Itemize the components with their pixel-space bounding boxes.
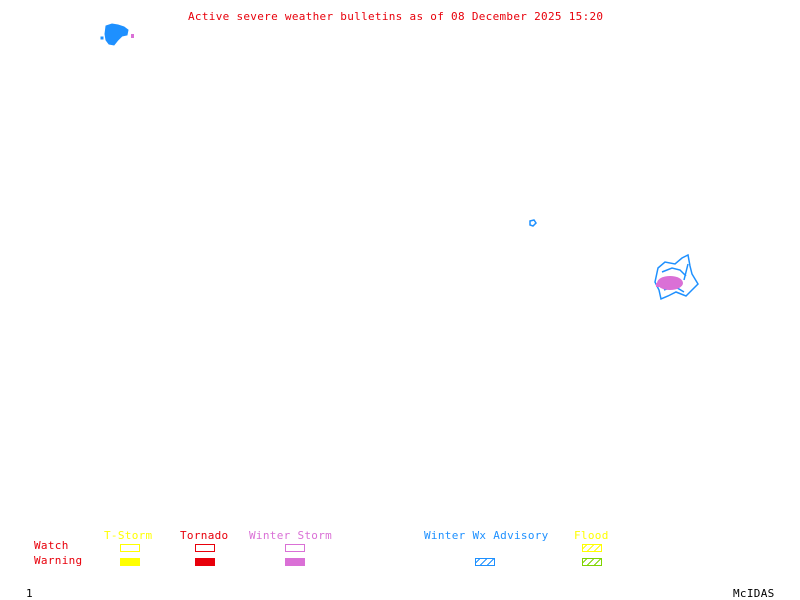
tstorm-watch-swatch — [120, 544, 140, 552]
bulletin-title: Active severe weather bulletins as of 08… — [188, 10, 604, 23]
legend-header-flood: Flood — [574, 529, 609, 542]
legend-header-tornado: Tornado — [180, 529, 229, 542]
mcidas-label: McIDAS — [733, 587, 775, 600]
tornado-warning-swatch — [195, 558, 215, 566]
tornado-watch-swatch — [195, 544, 215, 552]
winter-wx-advisory-swatch — [475, 558, 495, 566]
legend-header-winter-storm: Winter Storm — [249, 529, 333, 542]
legend-header-winter-wx-advisory: Winter Wx Advisory — [424, 529, 549, 542]
flood-watch-swatch — [582, 544, 602, 552]
tstorm-warning-swatch — [120, 558, 140, 566]
northwest-advisory-area — [100, 23, 129, 46]
winter-storm-watch-swatch — [285, 544, 305, 552]
flood-warning-swatch — [582, 558, 602, 566]
northwest-winter-storm-spot — [131, 34, 134, 38]
east-winter-storm-area — [656, 276, 683, 290]
legend-row-warning: Warning — [34, 554, 83, 567]
frame-number: 1 — [26, 587, 33, 600]
central-advisory-spot — [529, 219, 537, 227]
legend-header-tstorm: T-Storm — [104, 529, 153, 542]
legend-row-watch: Watch — [34, 539, 69, 552]
winter-storm-warning-swatch — [285, 558, 305, 566]
